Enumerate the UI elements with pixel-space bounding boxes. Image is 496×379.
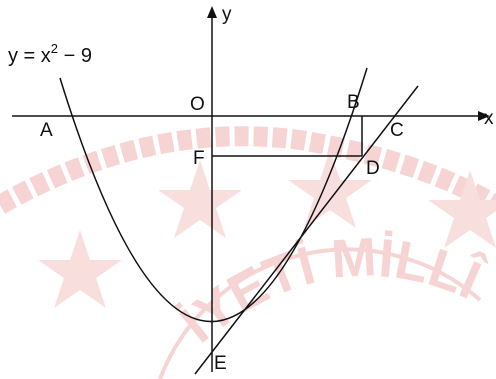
watermark-star-center xyxy=(288,150,372,228)
equation-lhs: y = x xyxy=(8,45,51,67)
y-axis-arrow xyxy=(207,6,217,18)
point-label-a: A xyxy=(40,120,53,141)
point-label-o: O xyxy=(190,94,205,115)
watermark-text: İYETİ MİLLÎ xyxy=(170,227,492,354)
parabola-curve xyxy=(59,67,368,323)
point-label-d: D xyxy=(366,158,380,179)
equation-exponent: 2 xyxy=(51,41,58,56)
watermark-star-lower-left xyxy=(38,230,122,308)
equation-label: y = x2 − 9 xyxy=(8,41,92,67)
watermark-star-left xyxy=(158,160,242,238)
equation-rhs: − 9 xyxy=(58,45,92,67)
point-label-c: C xyxy=(390,120,404,141)
watermark-circle-arc xyxy=(158,247,482,379)
point-label-b: B xyxy=(347,92,360,113)
line-ec xyxy=(194,85,419,375)
watermark: İYETİ MİLLÎ xyxy=(0,126,496,379)
watermark-star-right xyxy=(428,170,496,248)
x-axis-arrow xyxy=(478,111,490,121)
watermark-rope-arc xyxy=(0,126,496,214)
axes xyxy=(12,6,490,372)
y-axis-label: y xyxy=(222,4,232,25)
point-label-e: E xyxy=(214,353,227,374)
x-axis-label: x xyxy=(484,108,494,129)
point-label-f: F xyxy=(193,148,205,169)
